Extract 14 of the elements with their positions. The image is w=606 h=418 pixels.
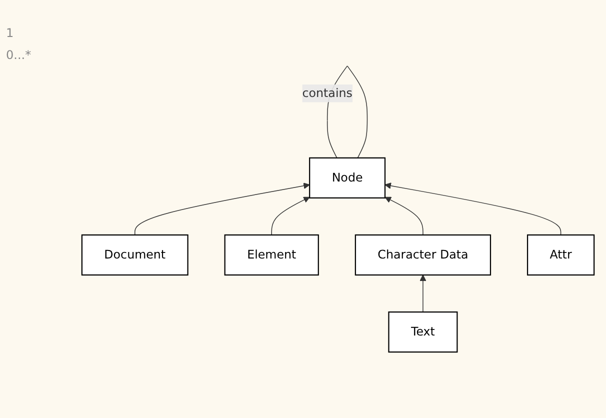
node-box: Document	[81, 234, 188, 276]
arrow	[134, 182, 310, 236]
multiplicity-label: 1	[6, 26, 15, 40]
arrow	[384, 182, 562, 236]
node-box: Attr	[526, 234, 595, 276]
node-box: Text	[388, 311, 458, 353]
edge-label: contains	[302, 86, 352, 100]
node-box: Node	[309, 157, 386, 198]
arrow	[271, 196, 310, 236]
node-box: Element	[224, 234, 319, 276]
arrow	[420, 274, 426, 312]
multiplicity-label: 0...*	[6, 48, 32, 62]
node-box: Character Data	[354, 234, 492, 276]
arrow	[384, 196, 424, 236]
